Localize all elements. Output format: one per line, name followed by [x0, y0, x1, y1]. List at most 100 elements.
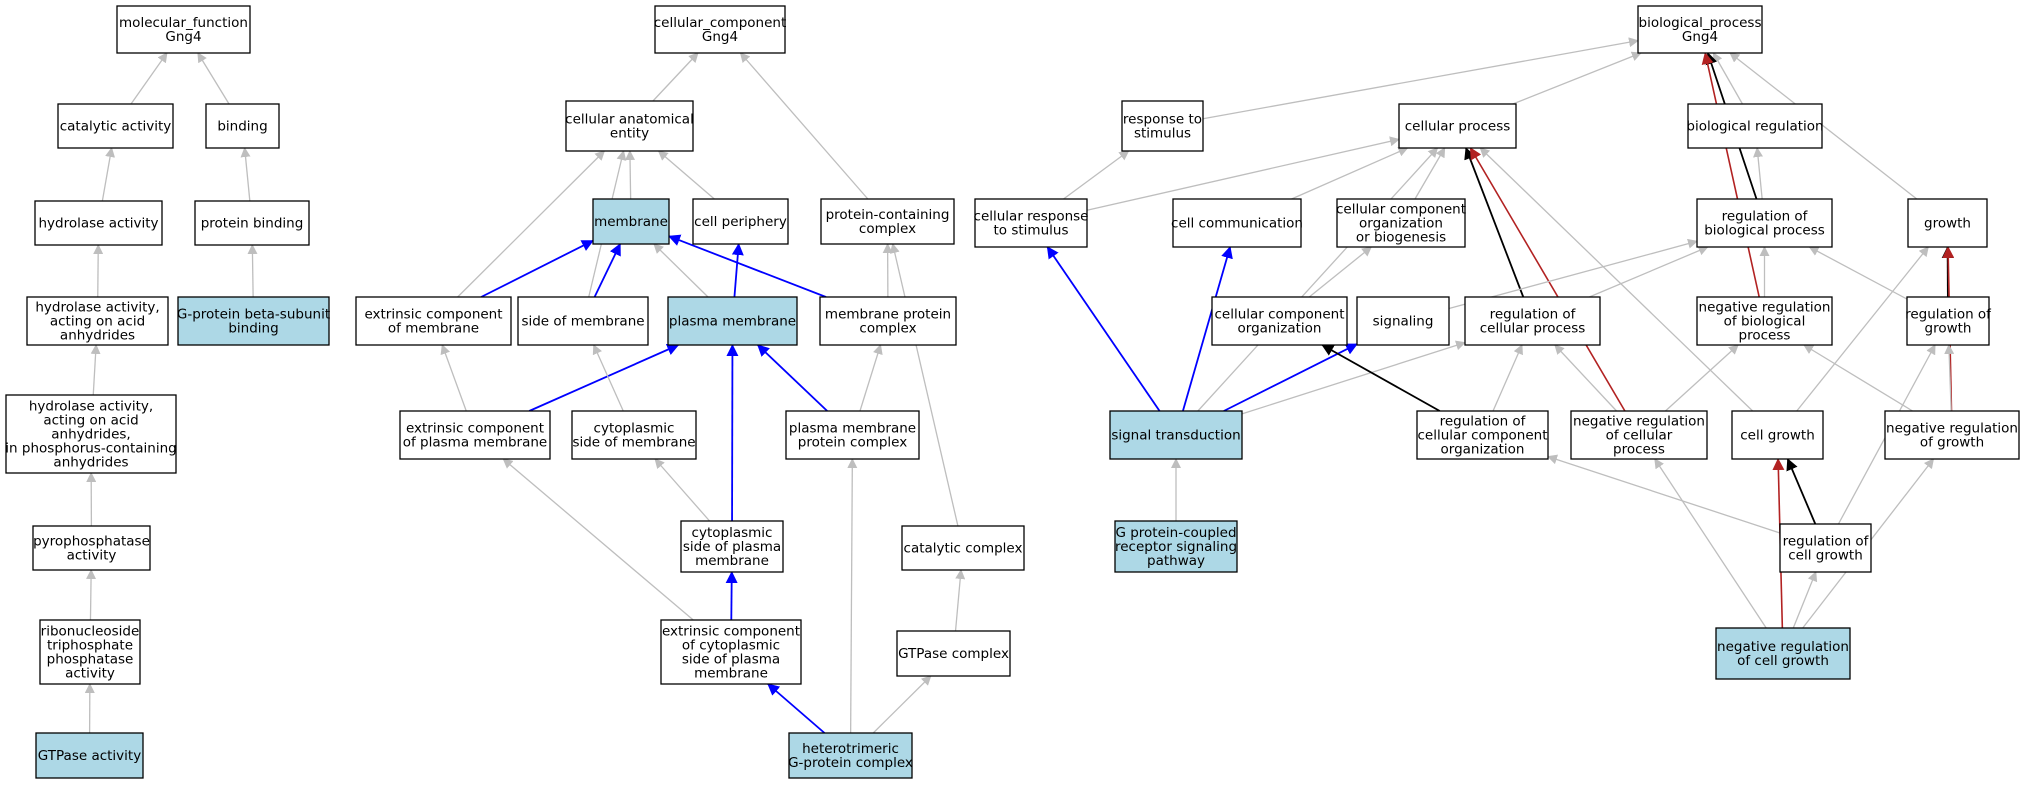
- edge-sigtrans-to-rcp: [1241, 340, 1466, 415]
- node-label: binding: [228, 321, 278, 337]
- node-box: [896, 630, 1011, 677]
- node-label: protein-containing: [826, 207, 950, 223]
- node-sidemem[interactable]: side of membrane: [517, 296, 649, 346]
- node-box: [205, 103, 280, 149]
- node-box: [1570, 410, 1708, 460]
- node-box: [819, 296, 957, 346]
- node-box: [1464, 296, 1601, 346]
- node-box: [1398, 103, 1517, 149]
- node-label: of plasma membrane: [403, 435, 548, 451]
- node-label: organization: [1441, 442, 1525, 458]
- node-sigtrans[interactable]: signal transduction: [1109, 410, 1243, 460]
- node-label: protein complex: [798, 435, 908, 451]
- node-box: [1696, 296, 1833, 346]
- edge-sigtrans-to-crs: [1046, 246, 1161, 412]
- edge-nrbp-to-bp: [1701, 52, 1760, 298]
- node-periphery[interactable]: cell periphery: [692, 198, 789, 245]
- node-plasma[interactable]: plasma membrane: [667, 296, 798, 346]
- node-label: growth: [1925, 321, 1972, 337]
- edge-catalytic-to-mf: [130, 52, 168, 105]
- node-growth[interactable]: growth: [1907, 198, 1988, 248]
- edge-sidemem-to-membrane: [593, 243, 621, 298]
- node-label: of membrane: [388, 321, 479, 337]
- node-catcomplex[interactable]: catalytic complex: [901, 525, 1025, 571]
- node-signaling[interactable]: signaling: [1356, 296, 1450, 346]
- node-ntp[interactable]: ribonucleosidetriphosphatephosphataseact…: [39, 619, 141, 685]
- node-label: of growth: [1920, 435, 1984, 451]
- node-cellcomm[interactable]: cell communication: [1171, 198, 1303, 248]
- edge-hetero-to-pmpc: [847, 458, 858, 734]
- node-label: activity: [65, 666, 115, 682]
- node-label: hydrolase activity: [38, 216, 158, 232]
- node-box: [177, 296, 330, 346]
- node-cellproc[interactable]: cellular process: [1398, 103, 1517, 149]
- edge-nrg-to-rog: [1944, 344, 1955, 412]
- node-membrane[interactable]: membrane: [592, 198, 670, 245]
- node-hydrolase[interactable]: hydrolase activity: [34, 200, 163, 246]
- node-label: process: [1739, 328, 1791, 344]
- node-label: regulation of: [1440, 414, 1527, 430]
- edge-cellcomm-to-cellproc: [1291, 147, 1409, 200]
- node-catalytic[interactable]: catalytic activity: [57, 103, 174, 149]
- node-binding[interactable]: binding: [205, 103, 280, 149]
- node-box: [654, 5, 786, 54]
- node-hydacid[interactable]: hydrolase activity,acting on acidanhydri…: [26, 296, 169, 346]
- node-box: [667, 296, 798, 346]
- node-box: [1731, 410, 1824, 460]
- node-hydphos[interactable]: hydrolase activity,acting on acidanhydri…: [5, 394, 177, 474]
- node-label: cell growth: [1740, 428, 1815, 444]
- edge-rog-to-rbp: [1808, 246, 1908, 300]
- edge-rcg-to-rccco: [1547, 454, 1781, 534]
- node-protbind[interactable]: protein binding: [194, 200, 310, 246]
- node-box: [1416, 410, 1549, 460]
- node-box: [5, 394, 177, 474]
- edge-extpm-to-extmem: [440, 344, 467, 412]
- node-label: regulation of: [1905, 307, 1992, 323]
- node-box: [1779, 523, 1872, 573]
- node-label: anhydrides: [60, 328, 135, 344]
- node-label: pathway: [1147, 553, 1205, 569]
- node-label: complex: [859, 321, 916, 337]
- node-cellgrowth[interactable]: cell growth: [1731, 410, 1824, 460]
- node-bioreg[interactable]: biological regulation: [1686, 103, 1824, 149]
- node-label: cellular process: [1405, 119, 1511, 135]
- edge-binding-to-mf: [197, 52, 230, 105]
- node-label: triphosphate: [47, 638, 133, 654]
- node-label: biological_process: [1639, 15, 1762, 31]
- edge-rcg-to-cellgrowth: [1786, 458, 1817, 525]
- node-label: membrane: [695, 553, 769, 569]
- node-box: [660, 619, 802, 685]
- node-gtpase[interactable]: GTPase activity: [35, 732, 144, 779]
- edge-rts-to-bp: [1202, 37, 1639, 120]
- node-gtpcomplex[interactable]: GTPase complex: [896, 630, 1011, 677]
